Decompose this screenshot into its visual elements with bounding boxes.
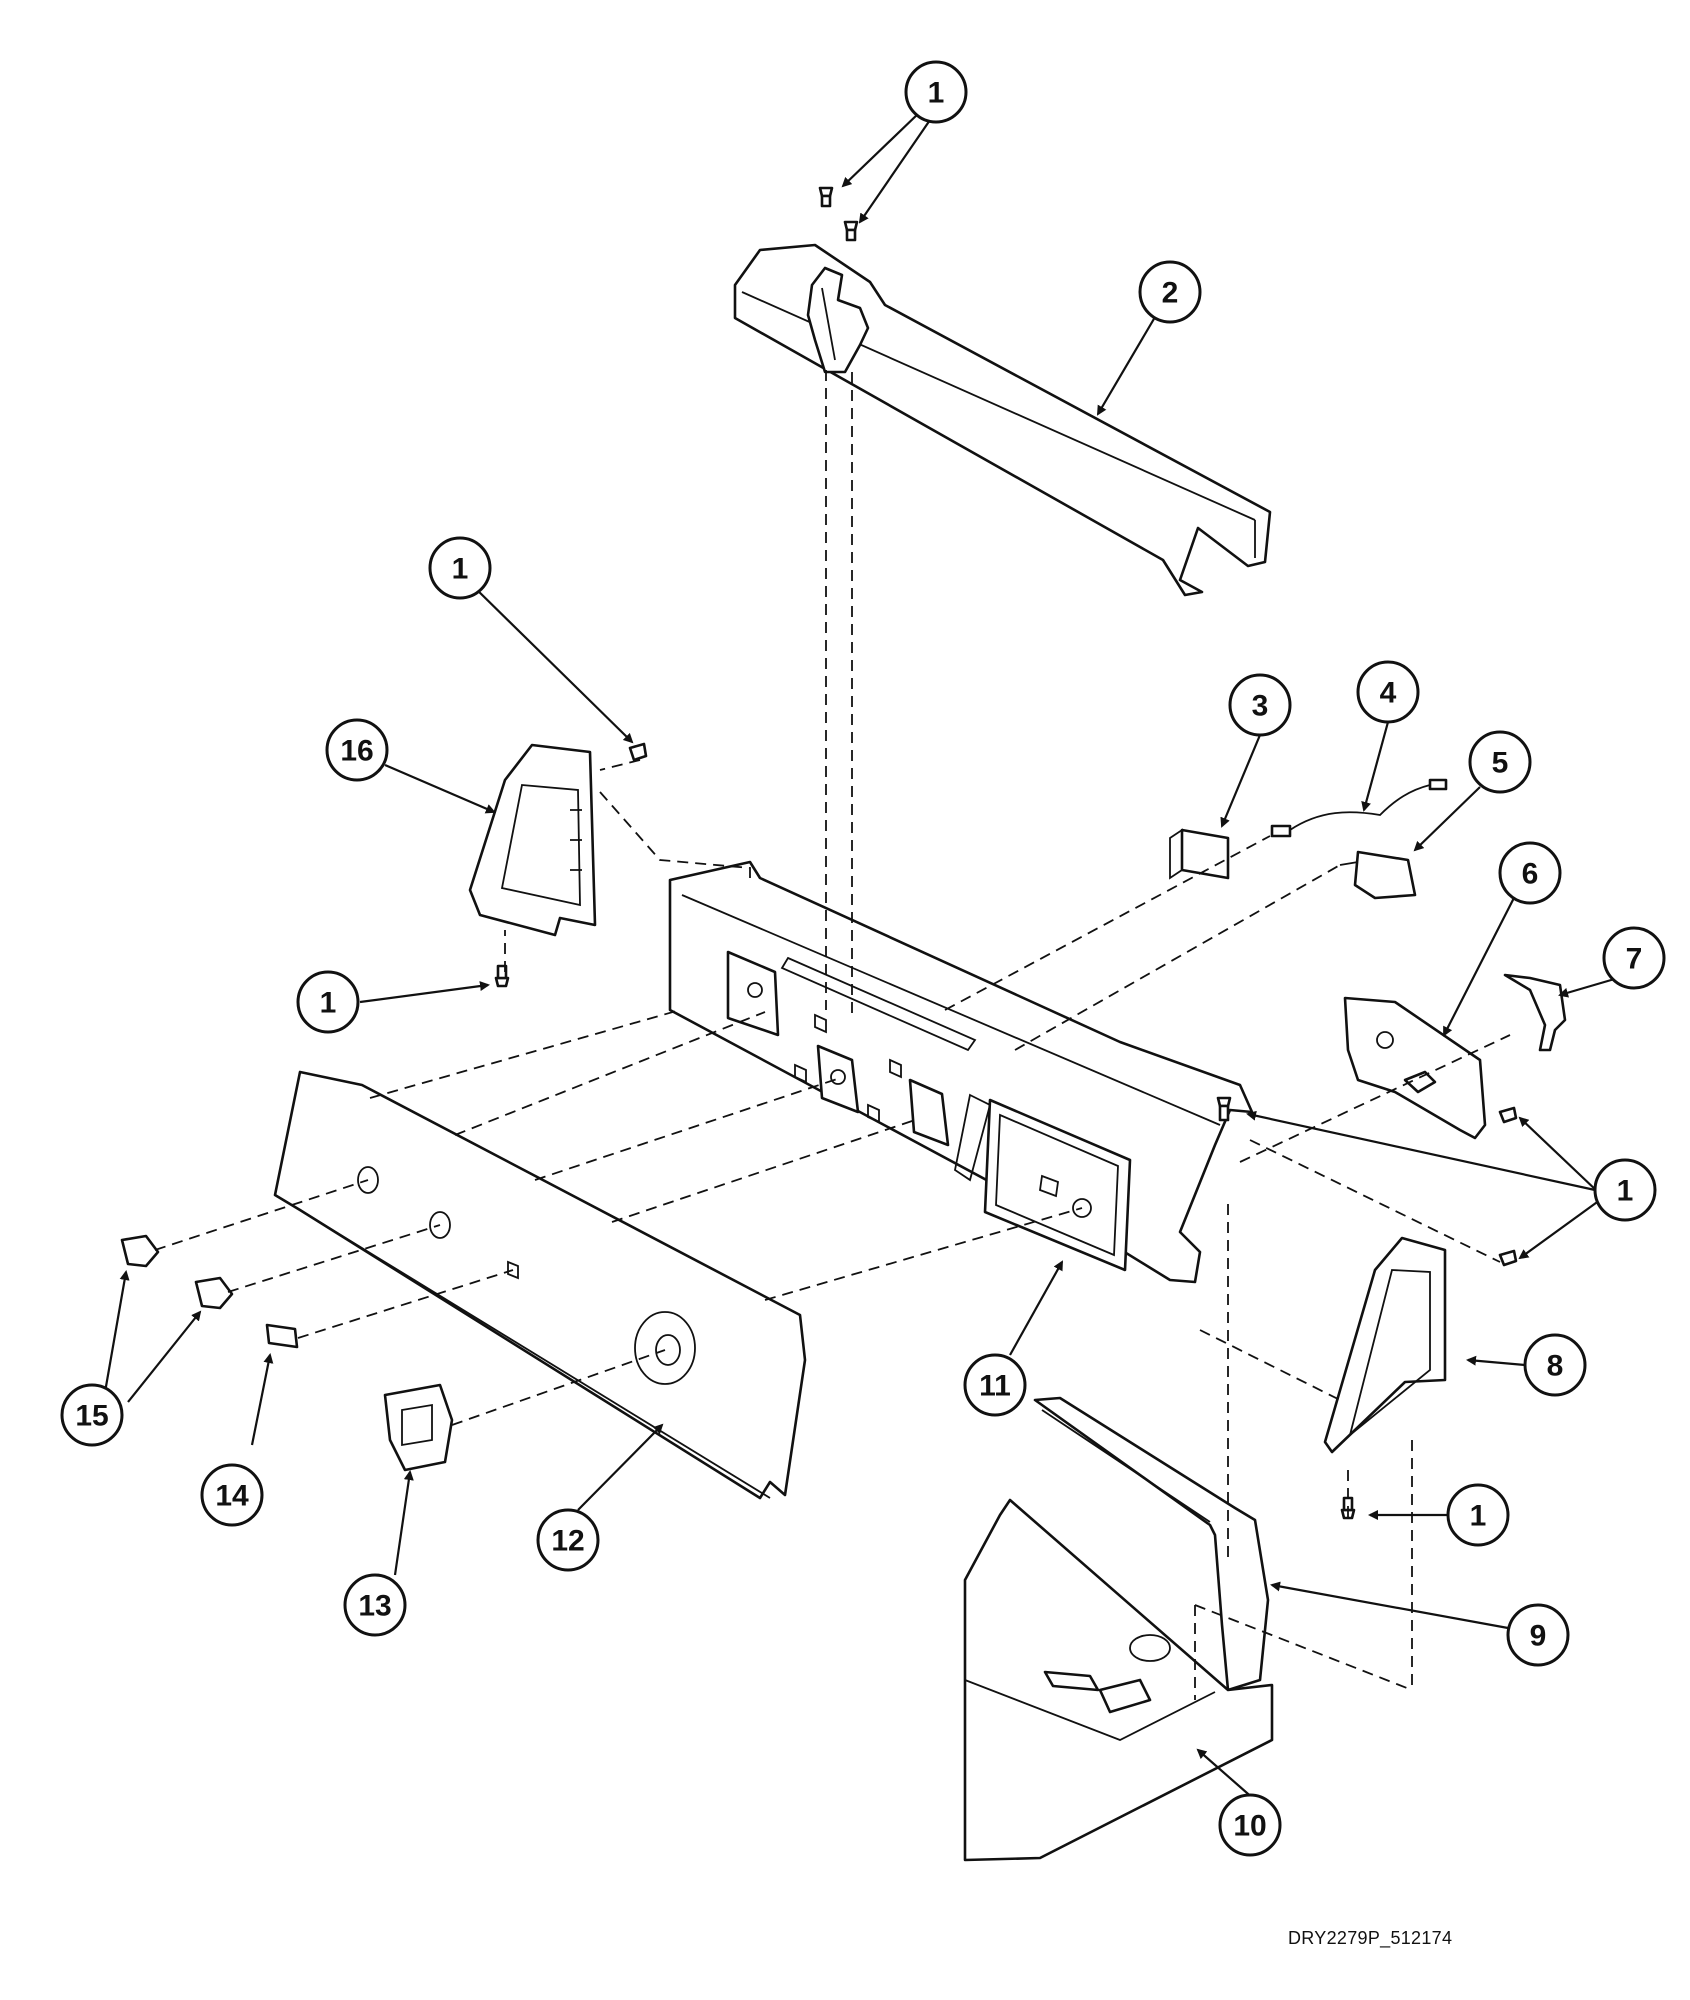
callout-label: 1 xyxy=(1470,1500,1487,1533)
callout-label: 8 xyxy=(1547,1350,1564,1383)
callout-6: 6 xyxy=(1498,841,1562,905)
callout-1-bottom-right: 1 xyxy=(1446,1483,1510,1547)
callout-1-left-lower: 1 xyxy=(296,970,360,1034)
callout-label: 7 xyxy=(1626,943,1643,976)
screw-icon xyxy=(1216,1096,1232,1122)
callout-label: 1 xyxy=(320,987,337,1020)
callout-2: 2 xyxy=(1138,260,1202,324)
front-control-panel-part xyxy=(273,1070,807,1500)
buzzer-part xyxy=(383,1383,454,1472)
screw-icon xyxy=(843,220,859,242)
callout-5: 5 xyxy=(1468,730,1532,794)
screw-icon xyxy=(628,742,648,762)
callout-15: 15 xyxy=(60,1383,124,1447)
callout-1-top: 1 xyxy=(904,60,968,124)
selector-switch-part xyxy=(1339,850,1417,900)
panel-support-part xyxy=(1033,1396,1270,1692)
callout-13: 13 xyxy=(343,1573,407,1637)
callout-7: 7 xyxy=(1602,926,1666,990)
callout-label: 1 xyxy=(452,553,469,586)
callout-label: 11 xyxy=(979,1370,1011,1403)
callout-label: 9 xyxy=(1530,1620,1547,1653)
control-panel-backplate-part xyxy=(668,860,1254,1284)
screw-icon xyxy=(818,186,834,208)
top-cover-part xyxy=(733,243,1272,597)
callout-label: 10 xyxy=(1233,1810,1266,1843)
callout-9: 9 xyxy=(1506,1603,1570,1667)
callout-1-left-upper: 1 xyxy=(428,536,492,600)
alignment-lines xyxy=(154,370,1511,1700)
timer-part xyxy=(1343,996,1487,1140)
callout-label: 5 xyxy=(1492,747,1509,780)
callout-label: 2 xyxy=(1162,277,1179,310)
left-end-cap-part xyxy=(468,743,597,937)
callout-label: 12 xyxy=(551,1525,584,1558)
callout-10: 10 xyxy=(1218,1793,1282,1857)
callout-label: 14 xyxy=(215,1480,249,1513)
callout-12: 12 xyxy=(536,1508,600,1572)
callout-label: 13 xyxy=(358,1590,391,1623)
right-end-cap-part xyxy=(1323,1236,1447,1454)
switch-part xyxy=(1169,828,1230,880)
callout-label: 1 xyxy=(1617,1175,1634,1208)
callout-label: 1 xyxy=(928,77,945,110)
callout-14: 14 xyxy=(200,1463,264,1527)
callout-8: 8 xyxy=(1523,1333,1587,1397)
knob-part xyxy=(120,1234,160,1268)
callout-label: 4 xyxy=(1380,677,1397,710)
callout-label: 3 xyxy=(1252,690,1269,723)
screw-icon xyxy=(494,964,510,988)
switch-bracket-part xyxy=(1503,973,1567,1052)
callout-11: 11 xyxy=(963,1353,1027,1417)
callout-1-right: 1 xyxy=(1593,1158,1657,1222)
callout-4: 4 xyxy=(1356,660,1420,724)
callout-3: 3 xyxy=(1228,673,1292,737)
cabinet-top-part xyxy=(963,1498,1274,1862)
callout-16: 16 xyxy=(325,718,389,782)
leader-lines xyxy=(102,111,1619,1801)
knob-part xyxy=(194,1276,234,1310)
wire-harness-part xyxy=(1270,778,1448,838)
rocker-switch-part xyxy=(265,1323,299,1349)
figure-id-caption: DRY2279P_512174 xyxy=(1288,1928,1453,1948)
screw-icon xyxy=(1498,1249,1518,1267)
callout-label: 6 xyxy=(1522,858,1539,891)
screw-icon xyxy=(1498,1106,1518,1124)
callout-label: 16 xyxy=(340,735,373,768)
callout-label: 15 xyxy=(75,1400,108,1433)
